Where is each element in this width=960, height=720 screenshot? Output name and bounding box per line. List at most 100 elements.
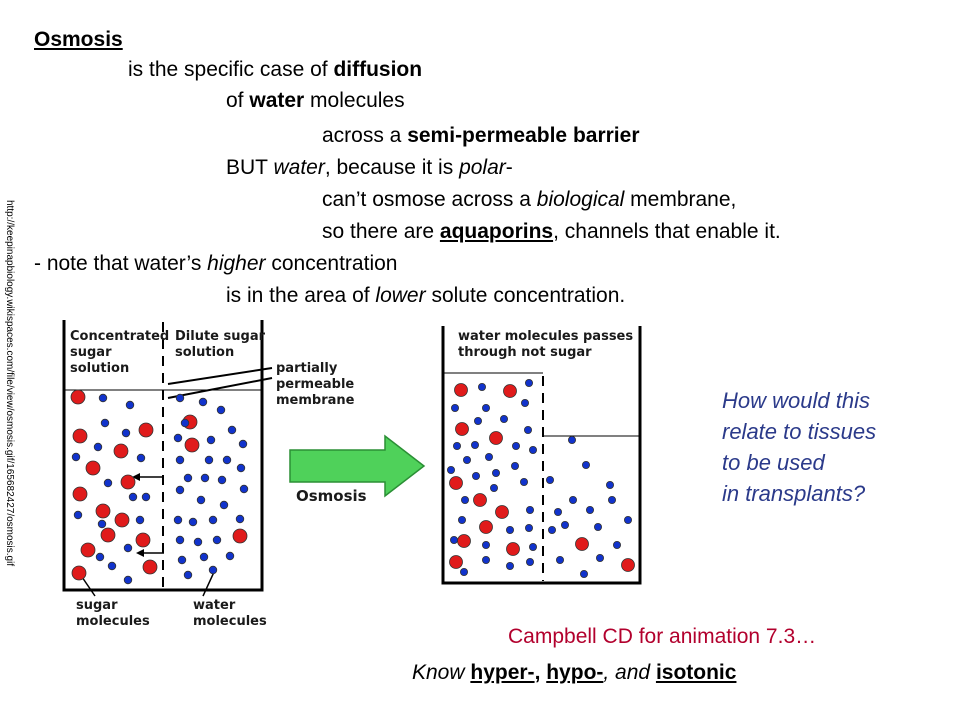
- sugar-molecule-icon: [575, 537, 589, 551]
- sugar-molecule-icon: [72, 486, 88, 502]
- water-molecule-icon: [608, 495, 617, 504]
- water-molecule-icon: [217, 475, 227, 485]
- line-3: across a semi-permeable barrier: [322, 124, 640, 148]
- water-molecule-icon: [128, 492, 138, 502]
- water-molecule-icon: [196, 495, 206, 505]
- water-molecule-icon: [521, 398, 530, 407]
- line-3-text: across a: [322, 124, 408, 147]
- sugar-molecule-icon: [495, 505, 509, 519]
- water-molecule-icon: [569, 495, 578, 504]
- membrane-pointer-1: [167, 367, 273, 385]
- line-3-bold: semi-permeable barrier: [407, 124, 640, 147]
- know-sep-2: , and: [603, 661, 656, 684]
- water-molecule-icon: [481, 556, 490, 565]
- water-molecule-icon: [225, 551, 235, 561]
- sugar-molecule-icon: [135, 532, 151, 548]
- water-molecule-icon: [235, 514, 245, 524]
- know-hyper: hyper-: [470, 661, 535, 684]
- membrane-pointer-2: [167, 377, 273, 399]
- water-molecule-icon: [484, 452, 493, 461]
- line-8-text: is in the area of: [226, 284, 376, 307]
- water-molecule-icon: [123, 575, 133, 585]
- sugar-molecule-icon: [449, 555, 463, 569]
- water-molecule-icon: [606, 480, 615, 489]
- membrane-label-1: partially: [276, 361, 338, 376]
- water-molecule-icon: [594, 523, 603, 532]
- water-molecule-icon: [175, 455, 185, 465]
- water-molecule-icon: [136, 453, 146, 463]
- osmosis-arrow: Osmosis: [289, 434, 426, 505]
- line-4: BUT water, because it is polar-: [226, 156, 513, 180]
- water-molecule-icon: [524, 425, 533, 434]
- water-molecule-icon: [477, 382, 486, 391]
- water-molecule-icon: [206, 435, 216, 445]
- line-1: is the specific case of diffusion: [128, 58, 422, 82]
- right-particles: [446, 378, 635, 579]
- water-molecule-icon: [227, 425, 237, 435]
- question-block: How would this relate to tissues to be u…: [722, 385, 952, 509]
- left-beaker-walls: [62, 320, 264, 592]
- sugar-molecule-icon: [503, 384, 517, 398]
- water-molecule-icon: [512, 441, 521, 450]
- flow-arrowhead-2: [136, 549, 144, 557]
- water-molecule-icon: [489, 483, 498, 492]
- sugar-molecule-icon: [100, 527, 116, 543]
- water-molecule-icon: [457, 516, 466, 525]
- line-6-bold: aquaporins: [439, 220, 554, 243]
- water-molecule-icon: [529, 445, 538, 454]
- water-molecule-icon: [175, 535, 185, 545]
- sugar-molecule-icon: [473, 493, 487, 507]
- water-molecule-icon: [473, 416, 482, 425]
- line-5-italic: biological: [536, 188, 625, 211]
- water-molecule-icon: [452, 441, 461, 450]
- osmosis-diagram: Concentrated sugar solution Dilute sugar…: [62, 320, 642, 629]
- water-molecule-icon: [613, 541, 622, 550]
- water-molecule-icon: [529, 543, 538, 552]
- line-7: - note that water’s higher concentration: [34, 252, 397, 276]
- water-molecule-icon: [481, 541, 490, 550]
- question-line-4: in transplants?: [722, 481, 866, 506]
- know-isotonic: isotonic: [655, 661, 737, 684]
- water-molecule-icon: [173, 515, 183, 525]
- sugar-molecule-icon: [114, 512, 130, 528]
- line-4-italic-1: water: [273, 156, 325, 179]
- sugar-label-2: molecules: [76, 614, 150, 629]
- water-molecule-icon: [239, 484, 249, 494]
- water-molecule-icon: [462, 455, 471, 464]
- water-molecule-icon: [198, 397, 208, 407]
- sugar-pointer: [81, 576, 96, 597]
- right-label-2: solution: [175, 345, 234, 360]
- sugar-molecule-icon: [80, 542, 96, 558]
- water-molecule-icon: [624, 516, 633, 525]
- water-molecule-icon: [173, 433, 183, 443]
- line-4-mid: , because it is: [324, 156, 460, 179]
- water-molecule-icon: [183, 473, 193, 483]
- water-molecule-icon: [499, 414, 508, 423]
- water-molecule-icon: [526, 505, 535, 514]
- water-molecule-icon: [97, 519, 107, 529]
- water-molecule-icon: [471, 471, 480, 480]
- left-label-1: Concentrated: [70, 329, 169, 344]
- question-line-3: to be used: [722, 450, 825, 475]
- water-molecule-icon: [446, 465, 455, 474]
- water-molecule-icon: [71, 452, 81, 462]
- water-label-2: molecules: [193, 614, 267, 629]
- water-molecule-icon: [546, 475, 555, 484]
- water-molecule-icon: [193, 537, 203, 547]
- sugar-molecule-icon: [95, 503, 111, 519]
- sugar-molecule-icon: [457, 534, 471, 548]
- green-arrow-icon: [289, 434, 426, 498]
- water-molecule-icon: [582, 460, 591, 469]
- water-molecule-icon: [586, 505, 595, 514]
- water-molecule-icon: [222, 455, 232, 465]
- campbell-note: Campbell CD for animation 7.3…: [508, 625, 817, 648]
- right-label-1: Dilute sugar: [175, 329, 266, 344]
- line-5-text: can’t osmose across a: [322, 188, 537, 211]
- slide-title: Osmosis: [34, 28, 123, 52]
- water-molecule-icon: [596, 554, 605, 563]
- line-8: is in the area of lower solute concentra…: [226, 284, 625, 308]
- water-molecule-icon: [580, 570, 589, 579]
- water-molecule-icon: [73, 510, 83, 520]
- water-molecule-icon: [177, 555, 187, 565]
- after-label-1: water molecules passes: [458, 329, 633, 344]
